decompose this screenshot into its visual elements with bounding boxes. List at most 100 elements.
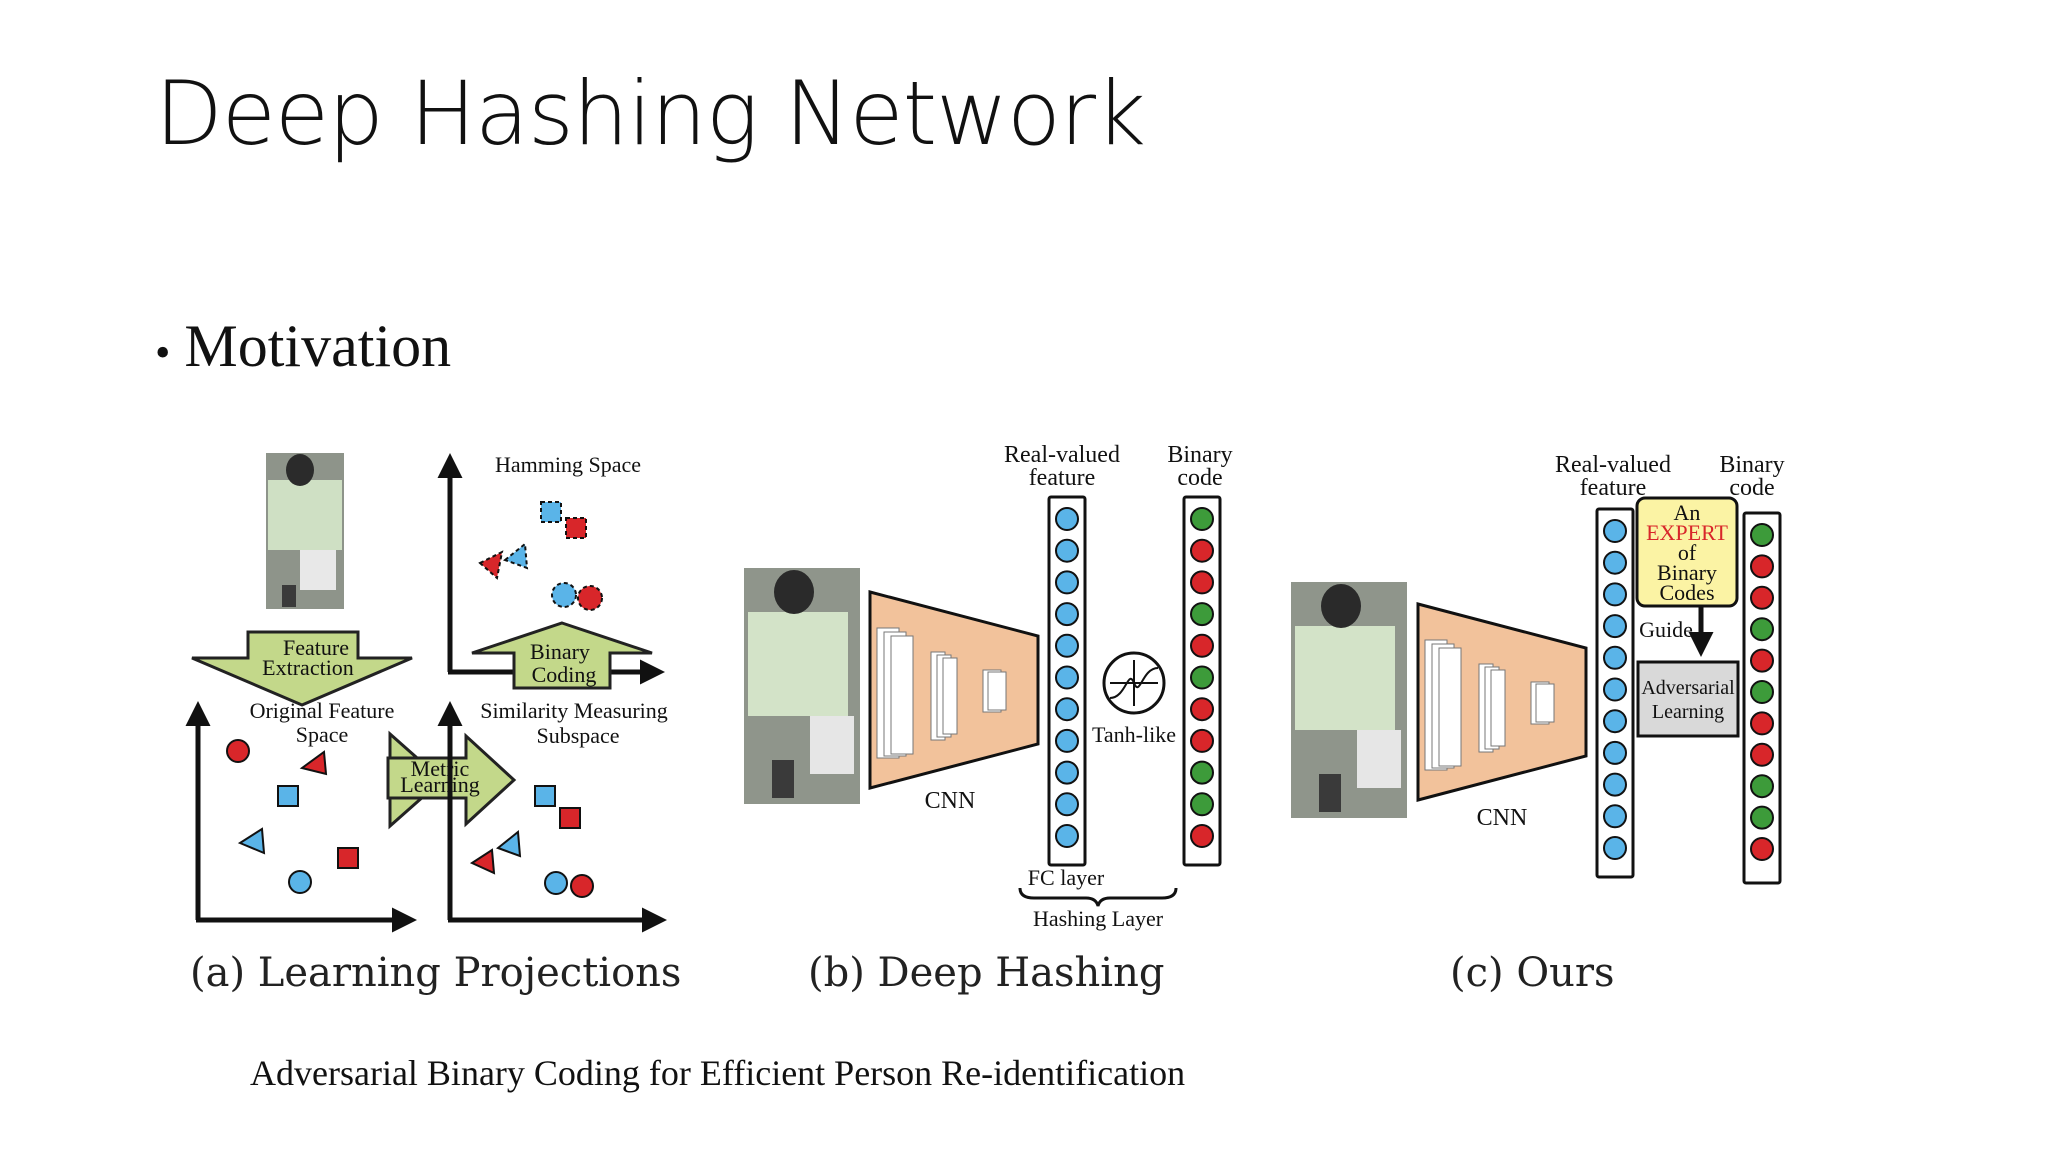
- adversarial-label-1: Adversarial: [1641, 677, 1735, 699]
- feature-extraction-label-2: Extraction: [262, 655, 354, 680]
- binary-code-node: [1190, 697, 1214, 722]
- binary-code-label-b-1: Binary: [1167, 442, 1232, 468]
- binary-code-node: [1190, 507, 1214, 531]
- real-feature-node: [1603, 836, 1627, 860]
- caption-a: (a) Learning Projections: [190, 950, 682, 996]
- orig-triangle-blue: [237, 827, 266, 855]
- real-valued-label-b-2: feature: [1029, 465, 1096, 491]
- hamming-circle-blue: [551, 582, 577, 608]
- binary-coding-arrow: Binary Coding: [471, 621, 653, 690]
- adversarial-label-2: Learning: [1652, 701, 1724, 723]
- feature-extraction-arrow: Feature Extraction: [191, 630, 413, 707]
- real-feature-node: [1603, 772, 1627, 797]
- hashing-layer-brace: [1018, 887, 1178, 907]
- binary-code-node: [1750, 648, 1774, 673]
- orig-square-blue: [277, 785, 299, 807]
- hashing-layer-label: Hashing Layer: [1033, 906, 1164, 931]
- hamming-space-plot: Hamming Space: [437, 452, 665, 685]
- caption-c: (c) Ours: [1450, 950, 1615, 996]
- binary-code-node: [1190, 665, 1214, 690]
- binary-code-node: [1190, 538, 1214, 563]
- binary-code-node: [1750, 523, 1774, 547]
- sim-triangle-blue: [495, 830, 522, 858]
- hamming-triangle-blue: [502, 542, 529, 570]
- original-space-label-2: Space: [296, 722, 349, 747]
- cnn-label-c: CNN: [1477, 805, 1528, 831]
- real-feature-node: [1603, 677, 1627, 702]
- binary-code-label-c-1: Binary: [1719, 452, 1784, 478]
- hamming-square-blue: [540, 501, 562, 523]
- orig-circle-red: [226, 739, 250, 763]
- real-valued-label-c-1: Real-valued: [1555, 452, 1671, 478]
- caption-b: (b) Deep Hashing: [808, 950, 1165, 996]
- binary-code-node: [1750, 585, 1774, 610]
- sim-circle-blue: [544, 871, 568, 895]
- binary-coding-label-2: Coding: [532, 662, 597, 687]
- binary-code-node: [1750, 554, 1774, 579]
- sim-square-blue: [534, 785, 556, 807]
- binary-code-node: [1190, 602, 1214, 627]
- real-feature-node: [1055, 697, 1079, 722]
- panel-c: CNN Real-valued feature Binary code An E…: [1291, 452, 1785, 885]
- binary-code-node: [1190, 824, 1214, 848]
- real-feature-node: [1055, 570, 1079, 595]
- cnn-block-c: CNN: [1416, 602, 1588, 831]
- binary-code-node: [1750, 680, 1774, 704]
- original-feature-space-plot: Original Feature Space: [185, 698, 417, 933]
- binary-code-node: [1750, 837, 1774, 861]
- binary-code-nodes-b: [1190, 507, 1214, 848]
- similarity-subspace-plot: Similarity Measuring Subspace: [437, 698, 668, 933]
- real-feature-node: [1603, 804, 1627, 829]
- binary-code-nodes-c: [1750, 523, 1774, 861]
- real-feature-node: [1055, 728, 1079, 753]
- expert-box: An EXPERT of Binary Codes: [1635, 496, 1739, 608]
- sim-circle-red: [570, 874, 594, 898]
- expert-label-1: An: [1674, 500, 1701, 525]
- sim-square-red: [559, 807, 581, 829]
- similarity-space-label-2: Subspace: [536, 723, 619, 748]
- real-feature-node: [1603, 550, 1627, 575]
- person-image-a: [266, 453, 344, 609]
- real-feature-node: [1055, 602, 1079, 627]
- real-feature-node: [1055, 792, 1079, 817]
- hamming-circle-red: [577, 585, 603, 611]
- binary-code-node: [1750, 805, 1774, 830]
- real-feature-node: [1055, 507, 1079, 531]
- metric-learning-label-1: Metric: [411, 756, 470, 781]
- orig-circle-blue: [288, 870, 312, 894]
- hamming-space-label: Hamming Space: [495, 452, 641, 477]
- binary-code-node: [1190, 728, 1214, 753]
- sim-triangle-red: [469, 848, 496, 875]
- cnn-label-b: CNN: [925, 788, 976, 814]
- expert-label-3: of: [1678, 540, 1697, 565]
- fc-layer-label: FC layer: [1028, 865, 1105, 890]
- binary-code-node: [1750, 617, 1774, 642]
- real-feature-node: [1603, 645, 1627, 670]
- real-feature-node: [1603, 709, 1627, 734]
- binary-code-label-c-2: code: [1729, 475, 1774, 501]
- person-image-c: [1291, 582, 1407, 818]
- binary-code-label-b-2: code: [1177, 465, 1222, 491]
- real-feature-node: [1055, 824, 1079, 848]
- cnn-block-b: CNN: [868, 590, 1040, 814]
- binary-code-node: [1750, 711, 1774, 736]
- slide-title: Deep Hashing Network: [155, 62, 1146, 165]
- expert-label-5: Codes: [1660, 580, 1715, 605]
- expert-label-4: Binary: [1657, 560, 1717, 585]
- binary-code-node: [1190, 633, 1214, 658]
- real-feature-node: [1055, 633, 1079, 658]
- binary-code-node: [1190, 792, 1214, 817]
- original-space-label-1: Original Feature: [250, 698, 395, 723]
- tanh-icon: [1102, 651, 1166, 715]
- real-valued-label-b-1: Real-valued: [1004, 442, 1120, 468]
- binary-code-node: [1750, 742, 1774, 767]
- real-feature-nodes-b: [1055, 507, 1079, 848]
- person-image-b: [744, 568, 860, 804]
- bullet-dot: •: [155, 327, 171, 377]
- real-feature-nodes-c: [1603, 519, 1627, 860]
- real-feature-node: [1603, 740, 1627, 765]
- source-caption: Adversarial Binary Coding for Efficient …: [250, 1053, 1186, 1093]
- real-feature-node: [1055, 760, 1079, 785]
- expert-label-2: EXPERT: [1646, 520, 1728, 545]
